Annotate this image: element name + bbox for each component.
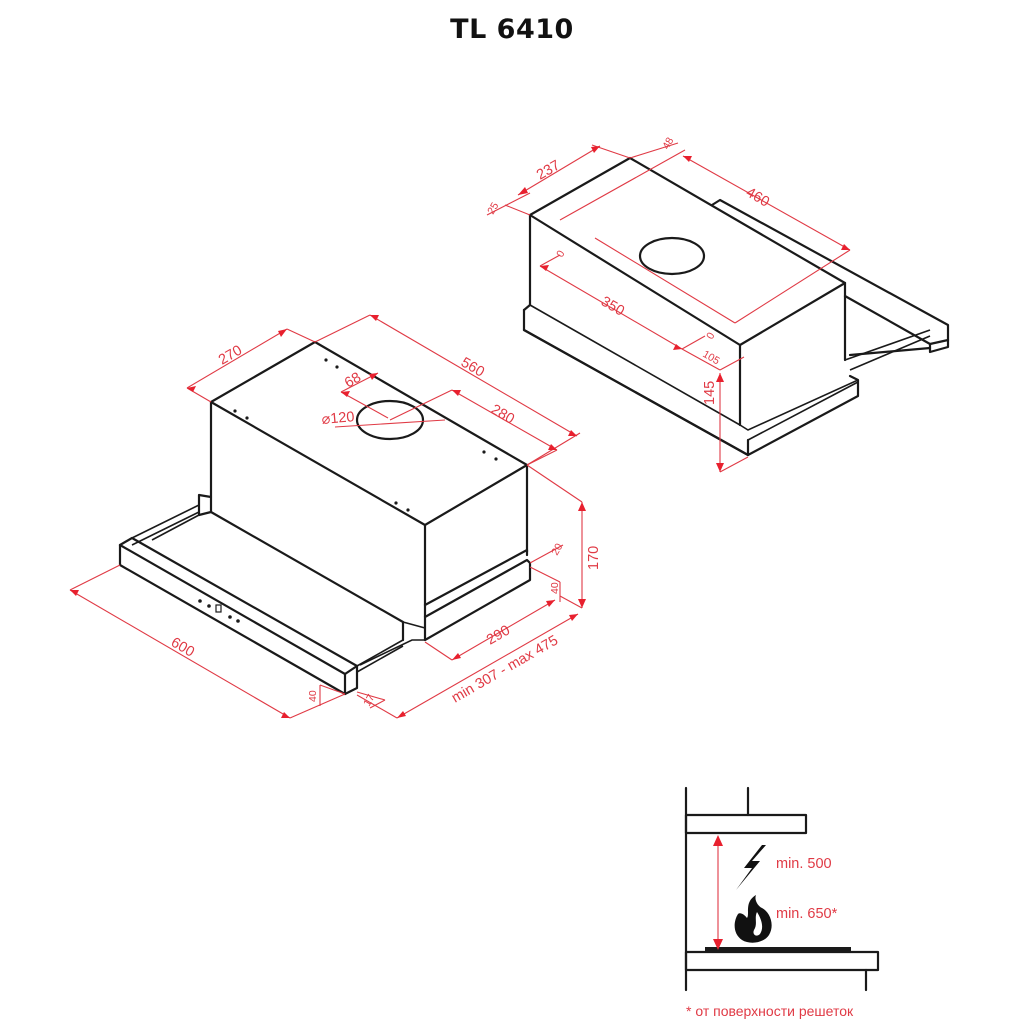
dim-270: 270	[216, 343, 245, 369]
display-icon	[215, 604, 222, 613]
dim-170: 170	[586, 546, 602, 570]
dim-d120: ⌀120	[321, 409, 355, 428]
gas-clearance-label: min. 650*	[776, 906, 838, 922]
dim-600: 600	[168, 635, 197, 661]
dim-25: 25	[485, 200, 501, 216]
dim-560: 560	[458, 355, 487, 381]
control-buttons	[198, 599, 240, 623]
dim-460: 460	[743, 185, 772, 211]
clearance-diagram	[684, 786, 880, 992]
mount-holes	[233, 358, 498, 512]
dim-280: 280	[488, 402, 517, 428]
product-title: TL 6410	[450, 14, 574, 45]
dim-105: 105	[701, 348, 722, 367]
flame-icon	[734, 895, 772, 943]
left-view-hood	[118, 340, 532, 696]
dim-48: 48	[660, 135, 676, 151]
dim-68: 68	[342, 370, 364, 392]
dim-20: 20	[549, 541, 565, 557]
dim-350: 350	[598, 294, 627, 320]
dim-237: 237	[534, 158, 563, 184]
dim-extension: min 307 - max 475	[449, 633, 561, 707]
left-view-dimensions: 270 560 68 ⌀120 280 170 20	[69, 314, 602, 719]
right-view-dimensions: 237 25 48 460 350 0 0 105 145	[485, 135, 851, 473]
dim-145: 145	[702, 381, 718, 405]
dim-40-front: 40	[307, 690, 319, 702]
clearance-footnote: * от поверхности решеток	[686, 1003, 854, 1019]
lightning-icon	[736, 845, 766, 890]
dim-0b: 0	[704, 330, 717, 341]
dim-40-right: 40	[549, 582, 561, 594]
dim-17: 17	[361, 692, 377, 708]
electric-clearance-label: min. 500	[776, 856, 832, 872]
dim-0a: 0	[554, 248, 567, 259]
right-view-hood	[522, 156, 950, 457]
